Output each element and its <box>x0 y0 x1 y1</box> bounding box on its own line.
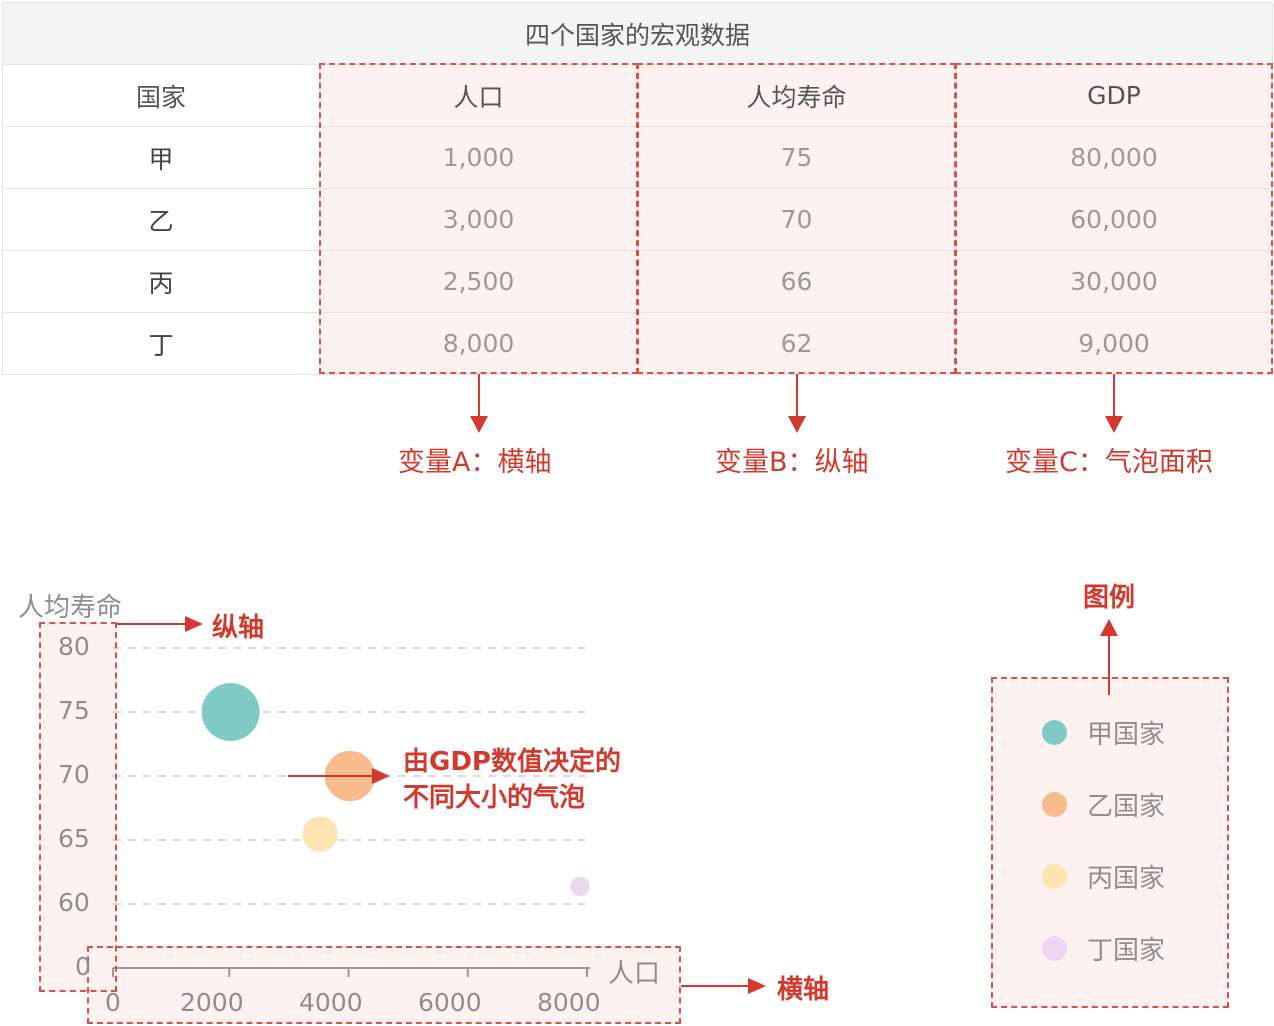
gdp-value: 9,000 <box>954 312 1274 375</box>
bubble <box>570 876 590 897</box>
legend-item: 甲国家 <box>1042 717 1165 750</box>
x-tick-label: 0 <box>105 988 121 1017</box>
x-tick-marks <box>112 968 588 977</box>
x-axis-arrow-head <box>748 978 766 994</box>
gdp-value: 80,000 <box>954 126 1274 189</box>
life-value: 62 <box>637 312 956 375</box>
bubble-annotation-line1: 由GDP数值决定的 <box>403 747 621 777</box>
table-row: 甲 1,000 75 80,000 <box>2 126 1274 189</box>
gdp-value: 30,000 <box>954 250 1274 313</box>
arrow-c-head <box>1105 416 1123 433</box>
y-tick-label: 65 <box>58 824 90 853</box>
chart-grid <box>113 647 585 905</box>
table-row: 丙 2,500 66 30,000 <box>2 250 1274 313</box>
legend-swatch <box>1042 863 1067 889</box>
header-population: 人口 <box>319 64 638 127</box>
bubble-layer <box>201 683 590 897</box>
legend-swatch <box>1042 791 1067 817</box>
population-value: 8,000 <box>319 312 638 375</box>
legend-label: 甲国家 <box>1087 719 1166 750</box>
legend-swatch <box>1042 719 1067 745</box>
legend-label: 乙国家 <box>1087 791 1166 822</box>
y-axis-title: 人均寿命 <box>18 593 123 623</box>
legend-annotation: 图例 <box>1083 583 1136 613</box>
annotation-arrows <box>117 616 1118 994</box>
mapping-arrows <box>470 374 1123 433</box>
legend-item: 丙国家 <box>1042 861 1165 894</box>
legend-label: 丁国家 <box>1087 935 1166 966</box>
bubble <box>201 683 260 741</box>
header-life-expectancy: 人均寿命 <box>637 64 956 127</box>
header-gdp: GDP <box>954 64 1274 127</box>
data-table: 四个国家的宏观数据 国家 人口 人均寿命 GDP 甲 1,000 75 80,0… <box>1 2 1274 375</box>
x-axis-title: 人口 <box>608 959 661 989</box>
population-value: 2,500 <box>319 250 638 313</box>
y-tick-label: 0 <box>75 952 91 981</box>
mapping-label-c: 变量C：气泡面积 <box>1005 447 1213 478</box>
mapping-label-a: 变量A：横轴 <box>398 447 552 478</box>
arrow-a-head <box>470 416 488 433</box>
population-value: 3,000 <box>319 188 638 251</box>
y-axis-annotation: 纵轴 <box>212 613 265 643</box>
table-title: 四个国家的宏观数据 <box>1 2 1274 65</box>
y-axis-arrow-head <box>185 616 203 632</box>
life-value: 70 <box>637 188 956 251</box>
bubble <box>302 816 338 852</box>
legend-arrow-head <box>1100 619 1118 636</box>
y-axis-highlight-fill <box>39 622 117 992</box>
y-tick-label: 75 <box>58 696 90 725</box>
y-tick-label: 70 <box>58 760 90 789</box>
y-tick-label: 60 <box>58 888 90 917</box>
life-value: 66 <box>637 250 956 313</box>
mapping-label-b: 变量B：纵轴 <box>715 447 869 478</box>
legend-item: 乙国家 <box>1042 789 1165 822</box>
y-tick-label: 80 <box>58 632 90 661</box>
table-row: 丁 8,000 62 9,000 <box>2 312 1274 375</box>
legend-label: 丙国家 <box>1087 863 1166 894</box>
legend-item: 丁国家 <box>1042 933 1165 966</box>
x-tick-label: 6000 <box>418 988 482 1017</box>
population-value: 1,000 <box>319 126 638 189</box>
bubble-arrow-head <box>372 768 390 784</box>
x-tick-label: 4000 <box>299 988 363 1017</box>
x-tick-label: 8000 <box>537 988 601 1017</box>
bubble-annotation-line2: 不同大小的气泡 <box>403 783 586 813</box>
x-axis-annotation: 横轴 <box>777 975 830 1005</box>
table-header-row: 国家 人口 人均寿命 GDP <box>2 64 1274 127</box>
country-name: 丙 <box>2 250 320 313</box>
x-axis-highlight-fill <box>87 946 681 1024</box>
legend-swatch <box>1042 935 1067 961</box>
legend-highlight-fill <box>991 677 1229 1008</box>
country-name: 丁 <box>2 312 320 375</box>
x-tick-label: 2000 <box>180 988 244 1017</box>
arrow-b-head <box>788 416 806 433</box>
